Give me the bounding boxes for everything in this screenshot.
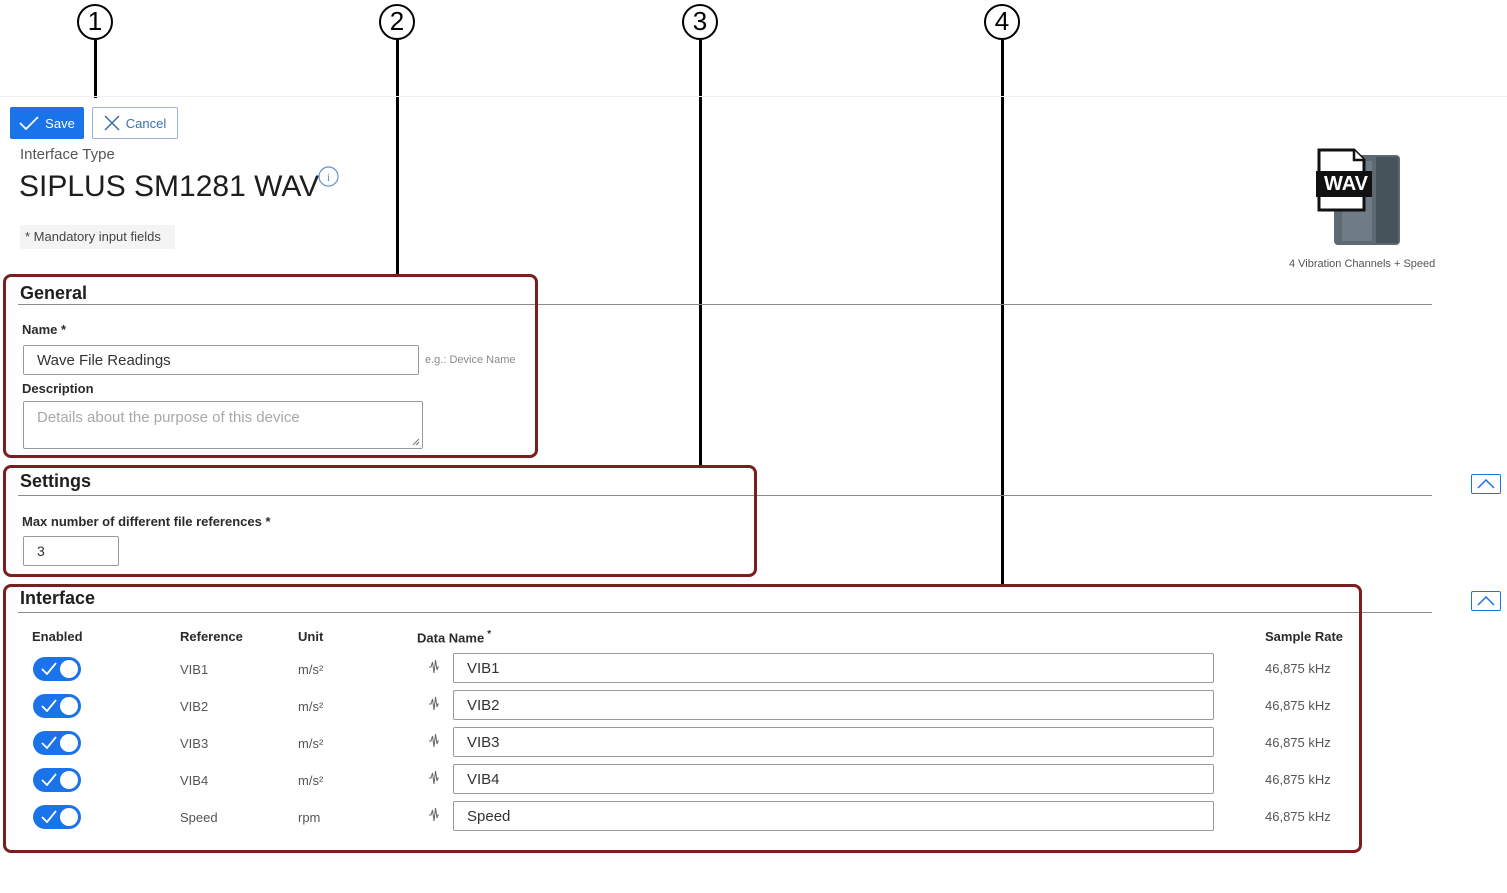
enabled-toggle[interactable]: [33, 657, 81, 681]
save-button-label: Save: [45, 115, 75, 131]
chevron-up-icon: [1477, 596, 1495, 606]
highlight-general: [3, 274, 538, 458]
column-header-data-name-required: *: [487, 629, 492, 640]
data-name-value: VIB2: [467, 696, 500, 714]
sample-rate-cell: 46,875 kHz: [1265, 661, 1331, 676]
callout-1: 1: [77, 4, 113, 40]
callout-3-line: [699, 40, 702, 468]
enabled-toggle[interactable]: [33, 768, 81, 792]
name-hint: e.g.: Device Name: [425, 354, 516, 366]
toggle-knob: [60, 660, 78, 678]
callout-2-line: [396, 40, 399, 276]
svg-text:i: i: [327, 170, 331, 184]
chevron-up-icon: [1477, 479, 1495, 489]
waveform-icon: [429, 807, 439, 822]
toggle-knob: [60, 734, 78, 752]
enabled-toggle[interactable]: [33, 731, 81, 755]
toggle-knob: [60, 697, 78, 715]
name-input-value: Wave File Readings: [37, 351, 171, 369]
check-icon: [41, 662, 57, 675]
device-image: WAV: [1316, 147, 1406, 247]
name-label: Name *: [22, 322, 67, 337]
sample-rate-cell: 46,875 kHz: [1265, 772, 1331, 787]
data-name-input[interactable]: VIB3: [453, 727, 1214, 757]
unit-cell: m/s²: [298, 773, 324, 788]
toggle-knob: [60, 808, 78, 826]
column-header-sample-rate: Sample Rate: [1265, 629, 1344, 644]
settings-section-rule: [18, 495, 1432, 496]
highlight-settings: [3, 465, 757, 577]
mandatory-note: * Mandatory input fields: [20, 225, 175, 249]
settings-section-title: Settings: [20, 471, 92, 491]
data-name-value: VIB1: [467, 659, 500, 677]
waveform-icon: [429, 696, 439, 711]
check-icon: [41, 810, 57, 823]
callout-4-line: [1001, 40, 1004, 586]
description-placeholder: Details about the purpose of this device: [37, 409, 300, 426]
interface-section-title: Interface: [20, 588, 96, 608]
enabled-toggle[interactable]: [33, 805, 81, 829]
description-label: Description: [22, 381, 94, 396]
cancel-button-label: Cancel: [125, 115, 167, 131]
max-refs-label: Max number of different file references …: [22, 514, 271, 529]
cancel-button[interactable]: Cancel: [92, 107, 178, 139]
interface-collapse-button[interactable]: [1471, 591, 1501, 611]
unit-cell: m/s²: [298, 699, 324, 714]
description-textarea[interactable]: Details about the purpose of this device: [23, 401, 423, 449]
column-header-data-name-label: Data Name: [417, 630, 485, 646]
settings-collapse-button[interactable]: [1471, 474, 1501, 494]
check-icon: [41, 699, 57, 712]
reference-cell: VIB4: [180, 773, 209, 788]
resize-handle-icon[interactable]: [412, 438, 420, 446]
page-title: SIPLUS SM1281 WAV: [19, 170, 320, 203]
unit-cell: m/s²: [298, 736, 324, 751]
column-header-unit: Unit: [298, 629, 324, 644]
top-separator: [0, 96, 1507, 97]
max-refs-value: 3: [37, 543, 45, 559]
data-name-input[interactable]: VIB4: [453, 764, 1214, 794]
reference-cell: VIB3: [180, 736, 209, 751]
name-input[interactable]: Wave File Readings: [23, 345, 419, 375]
highlight-interface: [3, 584, 1362, 853]
data-name-input[interactable]: VIB1: [453, 653, 1214, 683]
data-name-value: Speed: [467, 807, 511, 825]
waveform-icon: [429, 659, 439, 674]
callout-2: 2: [379, 4, 415, 40]
callout-4: 4: [984, 4, 1020, 40]
column-header-enabled: Enabled: [32, 629, 83, 644]
save-button[interactable]: Save: [10, 107, 84, 139]
general-section-title: General: [20, 283, 88, 303]
column-header-data-name: Data Name*: [417, 629, 491, 645]
interface-type-label: Interface Type: [20, 146, 115, 163]
toggle-knob: [60, 771, 78, 789]
callout-3: 3: [682, 4, 718, 40]
column-header-reference: Reference: [180, 629, 243, 644]
sample-rate-cell: 46,875 kHz: [1265, 809, 1331, 824]
info-icon[interactable]: i: [318, 166, 339, 192]
data-name-value: VIB4: [467, 770, 500, 788]
sample-rate-cell: 46,875 kHz: [1265, 698, 1331, 713]
data-name-input[interactable]: Speed: [453, 801, 1214, 831]
enabled-toggle[interactable]: [33, 694, 81, 718]
sample-rate-cell: 46,875 kHz: [1265, 735, 1331, 750]
reference-cell: VIB2: [180, 699, 209, 714]
checkmark-icon: [19, 116, 39, 130]
wav-file-icon-text: WAV: [1323, 173, 1369, 195]
waveform-icon: [429, 770, 439, 785]
close-icon: [104, 115, 120, 131]
check-icon: [41, 773, 57, 786]
unit-cell: m/s²: [298, 662, 324, 677]
device-caption: 4 Vibration Channels + Speed: [1289, 258, 1436, 270]
reference-cell: Speed: [180, 810, 218, 825]
data-name-value: VIB3: [467, 733, 500, 751]
general-section-rule: [18, 304, 1432, 305]
reference-cell: VIB1: [180, 662, 209, 677]
interface-section-rule: [18, 612, 1432, 613]
waveform-icon: [429, 733, 439, 748]
unit-cell: rpm: [298, 810, 321, 825]
check-icon: [41, 736, 57, 749]
callout-1-line: [94, 40, 97, 98]
data-name-input[interactable]: VIB2: [453, 690, 1214, 720]
max-refs-input[interactable]: 3: [23, 536, 119, 566]
